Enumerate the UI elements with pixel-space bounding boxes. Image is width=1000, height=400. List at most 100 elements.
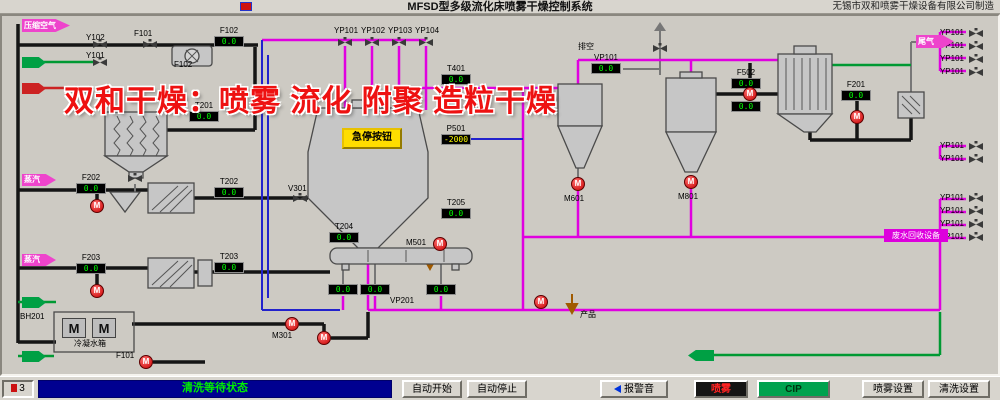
valve-label: YP101	[939, 141, 964, 150]
display-label: F203	[81, 253, 101, 262]
valve-icon[interactable]	[968, 219, 984, 230]
display-label: P501	[446, 124, 466, 133]
pump-motor[interactable]: M	[139, 355, 153, 369]
watermark: 双和干燥：喷雾 流化 附聚 造粒干燥	[64, 76, 557, 120]
valve-icon[interactable]	[92, 57, 108, 68]
manufacturer-label: 无锡市双和喷雾干燥设备有限公司制造	[832, 1, 994, 12]
valve-icon[interactable]	[968, 141, 984, 152]
watermark-suffix: 喷雾 流化 附聚 造粒干燥	[219, 85, 558, 118]
pump-mini-icon	[11, 384, 18, 393]
valve-label: YP101	[939, 219, 964, 228]
valve-icon[interactable]	[391, 37, 407, 48]
valve-icon[interactable]	[292, 193, 308, 204]
value-display: 0.0	[591, 63, 621, 74]
display-label: T202	[219, 177, 239, 186]
value-display: 0.0	[214, 262, 244, 273]
valve-label: YP101	[939, 54, 964, 63]
auto-start-button[interactable]: 自动开始	[402, 380, 462, 398]
flow-arrow	[22, 83, 46, 94]
valve-icon[interactable]	[968, 54, 984, 65]
valve-icon[interactable]	[142, 39, 158, 50]
pump-motor[interactable]: M	[433, 237, 447, 251]
title-icon	[240, 2, 252, 11]
device-label: M301	[272, 331, 293, 340]
alarm-sound-label: 报警音	[624, 383, 654, 395]
device-label: M601	[564, 194, 585, 203]
value-display: 0.0	[841, 90, 871, 101]
value-display: -2000	[441, 134, 471, 145]
valve-label: YP101	[939, 206, 964, 215]
valve-icon[interactable]	[337, 37, 353, 48]
control-bar: 3 清洗等待状态 自动开始 自动停止 报警音 喷雾 CIP 喷雾设置 清洗设置	[0, 376, 1000, 400]
valve-icon[interactable]	[418, 37, 434, 48]
valve-icon[interactable]	[652, 43, 668, 54]
valve-icon[interactable]	[968, 154, 984, 165]
pump-motor[interactable]: M	[285, 317, 299, 331]
pump-motor[interactable]: M	[571, 177, 585, 191]
pump-motor[interactable]: M	[317, 331, 331, 345]
pump-motor[interactable]: M	[90, 284, 104, 298]
value-display: 0.0	[360, 284, 390, 295]
device-label: YP104	[415, 26, 440, 35]
device-label: YP102	[361, 26, 386, 35]
valve-icon[interactable]	[968, 206, 984, 217]
emergency-stop-button[interactable]: 急停按钮	[342, 128, 402, 149]
display-label: T205	[446, 198, 466, 207]
value-display: 0.0	[76, 263, 106, 274]
device-label: M501	[406, 238, 427, 247]
alarm-sound-button[interactable]: 报警音	[600, 380, 668, 398]
spray-settings-button[interactable]: 喷雾设置	[862, 380, 924, 398]
cip-button[interactable]: CIP	[757, 380, 830, 398]
display-label: F102	[219, 26, 239, 35]
flow-arrow: 蒸汽	[22, 254, 56, 266]
value-display: 0.0	[328, 284, 358, 295]
pump-motor[interactable]: M	[850, 110, 864, 124]
device-label: VP201	[390, 296, 415, 305]
device-label: YP101	[334, 26, 359, 35]
display-label: T204	[334, 222, 354, 231]
device-label: V301	[288, 184, 307, 193]
display-label: T401	[446, 64, 466, 73]
device-label: 排空	[578, 42, 594, 51]
flow-arrow	[22, 297, 46, 308]
valve-label: YP101	[939, 154, 964, 163]
display-label: F502	[736, 68, 756, 77]
valve-icon[interactable]	[968, 232, 984, 243]
valve-icon[interactable]	[968, 193, 984, 204]
flow-arrow	[22, 351, 46, 362]
device-label: YP103	[388, 26, 413, 35]
valve-icon[interactable]	[968, 41, 984, 52]
clean-settings-button[interactable]: 清洗设置	[928, 380, 990, 398]
page-indicator-panel[interactable]: 3	[2, 380, 34, 398]
display-label: F202	[81, 173, 101, 182]
status-text: 清洗等待状态	[182, 382, 248, 394]
valve-icon[interactable]	[968, 67, 984, 78]
value-display: 0.0	[214, 187, 244, 198]
flow-arrow: 压缩空气	[22, 19, 70, 32]
display-label: VP101	[593, 53, 619, 62]
spray-button[interactable]: 喷雾	[694, 380, 748, 398]
auto-stop-button[interactable]: 自动停止	[467, 380, 527, 398]
device-label: F101	[116, 351, 135, 360]
wastewater-box: 废水回收设备	[884, 229, 948, 242]
valve-icon[interactable]	[968, 28, 984, 39]
device-label: F101	[134, 29, 153, 38]
flow-arrow: 蒸汽	[22, 174, 56, 186]
pump-motor[interactable]: M	[534, 295, 548, 309]
valve-icon[interactable]	[92, 39, 108, 50]
pump-motor[interactable]: M	[90, 199, 104, 213]
valve-icon[interactable]	[127, 173, 143, 184]
flow-arrow	[22, 57, 46, 68]
value-display: 0.0	[426, 284, 456, 295]
device-label: 产品	[580, 310, 596, 319]
value-display: 0.0	[731, 101, 761, 112]
pump-motor[interactable]: M	[743, 87, 757, 101]
device-label: BH201	[20, 312, 45, 321]
valve-label: YP101	[939, 193, 964, 202]
value-display: 0.0	[441, 208, 471, 219]
pump-motor[interactable]: M	[684, 175, 698, 189]
valve-icon[interactable]	[364, 37, 380, 48]
page-indicator: 3	[19, 383, 25, 394]
valve-label: YP101	[939, 67, 964, 76]
